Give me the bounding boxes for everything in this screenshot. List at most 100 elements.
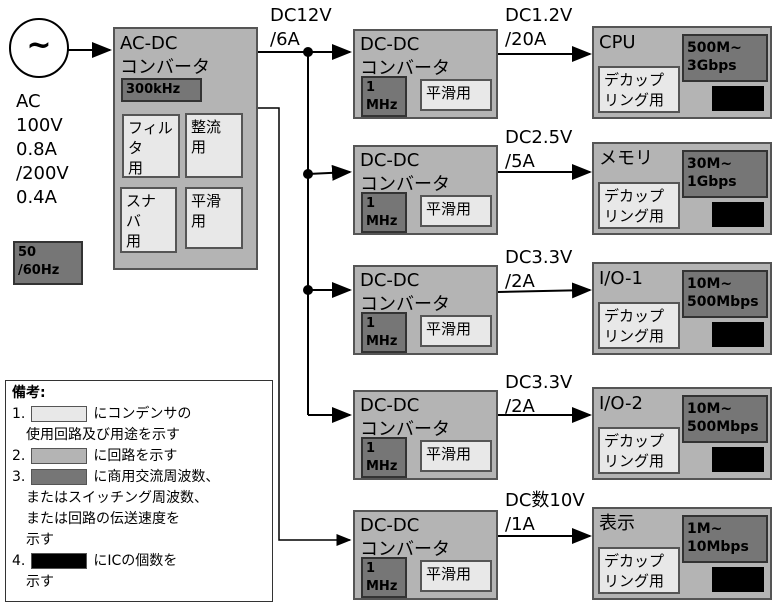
load-block: CPU 500M~ 3Gbps デカップ リング用 <box>592 26 772 119</box>
dc-dc-converter: DC-DC コンバータ 1 MHz 平滑用 <box>353 390 498 480</box>
transmission-speed: 30M~ 1Gbps <box>682 150 768 198</box>
converter-title: AC-DC <box>120 33 178 54</box>
legend-text: に商用交流周波数、 <box>93 469 220 485</box>
transmission-speed: 10M~ 500Mbps <box>682 270 768 318</box>
legend-text-cont: 示す <box>26 574 54 590</box>
output-current: /2A <box>505 271 535 292</box>
legend-swatch <box>31 469 88 485</box>
bus-current: /6A <box>270 29 300 50</box>
load-block: I/O-2 10M~ 500Mbps デカップ リング用 <box>592 387 772 480</box>
legend-number: 4. <box>12 553 26 569</box>
converter-title: DC-DC <box>360 150 420 171</box>
dc-dc-converter: DC-DC コンバータ 1 MHz 平滑用 <box>353 145 498 235</box>
load-block: 表示 1M~ 10Mbps デカップ リング用 <box>592 507 772 600</box>
load-title: I/O-2 <box>599 393 643 414</box>
ic-count-marker <box>712 447 764 472</box>
rectifier-capacitor: 整流 用 <box>185 113 243 178</box>
smoothing-capacitor: 平滑 用 <box>185 187 243 249</box>
spec-line: 0.8A <box>16 139 57 160</box>
legend-text-cont: またはスイッチング周波数、 または回路の伝送速度を 示す <box>26 490 208 548</box>
legend-number: 1. <box>12 406 26 422</box>
smoothing-capacitor: 平滑用 <box>420 195 492 227</box>
legend-text: にコンデンサの <box>93 406 192 422</box>
load-block: メモリ 30M~ 1Gbps デカップ リング用 <box>592 142 772 235</box>
converter-title: コンバータ <box>360 58 450 79</box>
decoupling-capacitor: デカップ リング用 <box>598 66 680 113</box>
output-current: /20A <box>505 29 547 50</box>
legend-swatch <box>31 553 88 569</box>
legend-number: 2. <box>12 448 26 464</box>
dc-dc-converter: DC-DC コンバータ 1 MHz 平滑用 <box>353 265 498 355</box>
dc-dc-converter: DC-DC コンバータ 1 MHz 平滑用 <box>353 29 498 119</box>
smoothing-capacitor: 平滑用 <box>420 79 492 111</box>
legend-item: 3. に商用交流周波数、 またはスイッチング周波数、 または回路の伝送速度を 示す <box>12 467 266 551</box>
ac-source-symbol: ~ <box>9 18 69 78</box>
smoothing-capacitor: 平滑用 <box>420 440 492 472</box>
ac-source-spec: AC 100V 0.8A /200V 0.4A <box>16 90 69 210</box>
load-block: I/O-1 10M~ 500Mbps デカップ リング用 <box>592 262 772 355</box>
decoupling-capacitor: デカップ リング用 <box>598 302 680 349</box>
bus-voltage: DC12V <box>270 5 332 26</box>
load-title: CPU <box>599 32 636 53</box>
smoothing-capacitor: 平滑用 <box>420 315 492 347</box>
legend-item: 2. に回路を示す <box>12 446 266 467</box>
switching-frequency: 1 MHz <box>361 192 407 233</box>
ac-dc-converter: AC-DC コンバータ 300kHz フィル タ 用 整流 用 スナ バ 用 平… <box>113 27 258 270</box>
legend-text: にICの個数を <box>93 553 178 569</box>
switching-frequency: 300kHz <box>121 78 202 102</box>
converter-title: DC-DC <box>360 270 420 291</box>
converter-title: コンバータ <box>360 539 450 560</box>
smoothing-capacitor: 平滑用 <box>420 560 492 592</box>
converter-title: DC-DC <box>360 515 420 536</box>
filter-capacitor: フィル タ 用 <box>122 114 180 178</box>
load-title: I/O-1 <box>599 268 643 289</box>
output-voltage: DC2.5V <box>505 127 573 148</box>
legend-text: に回路を示す <box>93 448 178 464</box>
converter-title: コンバータ <box>120 57 210 78</box>
converter-title: DC-DC <box>360 34 420 55</box>
decoupling-capacitor: デカップ リング用 <box>598 182 680 229</box>
decoupling-capacitor: デカップ リング用 <box>598 427 680 474</box>
legend-item: 4. にICの個数を 示す <box>12 551 266 593</box>
converter-title: DC-DC <box>360 395 420 416</box>
decoupling-capacitor: デカップ リング用 <box>598 547 680 594</box>
transmission-speed: 1M~ 10Mbps <box>682 515 768 563</box>
converter-title: コンバータ <box>360 294 450 315</box>
switching-frequency: 1 MHz <box>361 312 407 353</box>
ic-count-marker <box>712 86 764 111</box>
spec-line: 100V <box>16 115 63 136</box>
legend-swatch <box>31 448 88 464</box>
output-voltage: DC3.3V <box>505 372 573 393</box>
ic-count-marker <box>712 567 764 592</box>
legend-number: 3. <box>12 469 26 485</box>
switching-frequency: 1 MHz <box>361 76 407 117</box>
spec-line: /200V <box>16 163 69 184</box>
ic-count-marker <box>712 202 764 227</box>
ic-count-marker <box>712 322 764 347</box>
output-current: /5A <box>505 151 535 172</box>
legend-text-cont: 使用回路及び用途を示す <box>26 427 180 443</box>
legend-item: 1. にコンデンサの 使用回路及び用途を示す <box>12 404 266 446</box>
switching-frequency: 1 MHz <box>361 437 407 478</box>
mains-frequency: 50 /60Hz <box>13 241 83 285</box>
snubber-capacitor: スナ バ 用 <box>120 187 177 253</box>
legend-swatch <box>31 406 88 422</box>
output-voltage: DC数10V <box>505 490 585 511</box>
output-current: /1A <box>505 514 535 535</box>
transmission-speed: 10M~ 500Mbps <box>682 395 768 443</box>
spec-line: AC <box>16 91 41 112</box>
transmission-speed: 500M~ 3Gbps <box>682 34 768 82</box>
load-title: メモリ <box>599 148 653 169</box>
converter-title: コンバータ <box>360 174 450 195</box>
output-voltage: DC3.3V <box>505 247 573 268</box>
legend-title: 備考: <box>12 385 46 401</box>
spec-line: 0.4A <box>16 187 57 208</box>
converter-title: コンバータ <box>360 419 450 440</box>
switching-frequency: 1 MHz <box>361 557 407 598</box>
load-title: 表示 <box>599 513 635 534</box>
dc-dc-converter: DC-DC コンバータ 1 MHz 平滑用 <box>353 510 498 600</box>
output-voltage: DC1.2V <box>505 5 573 26</box>
output-current: /2A <box>505 396 535 417</box>
